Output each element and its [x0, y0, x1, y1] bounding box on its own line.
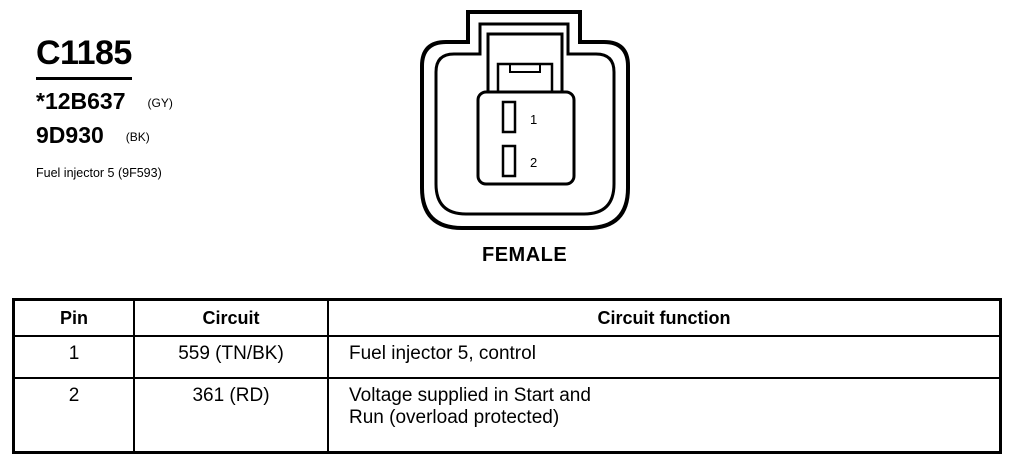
part-number-1: *12B637 (GY) [36, 88, 173, 114]
part-number-1-value: *12B637 [36, 88, 126, 114]
row-1-circuit: 559 (TN/BK) [133, 335, 329, 379]
pin-2-cavity [501, 144, 517, 178]
connector-housing-outer [420, 10, 630, 230]
connector-housing-inner [434, 22, 616, 216]
locking-tab-notch [496, 62, 554, 92]
table-header-row: Pin Circuit Circuit function [12, 298, 1002, 337]
row-2-circuit: 361 (RD) [133, 377, 329, 454]
row-1-pin: 1 [12, 335, 135, 379]
table-row: 1 559 (TN/BK) Fuel injector 5, control [12, 335, 1002, 379]
part-number-2-value: 9D930 [36, 122, 104, 148]
connector-id: C1185 [36, 34, 132, 80]
header-circuit-function: Circuit function [327, 298, 1002, 337]
row-2-pin: 2 [12, 377, 135, 454]
table-row: 2 361 (RD) Voltage supplied in Start and… [12, 377, 1002, 454]
row-2-function-line-1: Voltage supplied in Start and [349, 385, 591, 406]
pin-2-label: 2 [530, 155, 537, 170]
row-1-function: Fuel injector 5, control [327, 335, 1002, 379]
part-number-2: 9D930 (BK) [36, 122, 173, 148]
connector-gender-label: FEMALE [482, 244, 568, 266]
row-2-function: Voltage supplied in Start and Run (overl… [327, 377, 1002, 454]
part-number-1-color: (GY) [147, 96, 173, 110]
connector-face-diagram: 1 2 [420, 10, 630, 230]
pin-1-label: 1 [530, 112, 537, 127]
terminal-block [476, 90, 576, 186]
pin-1-cavity [501, 100, 517, 134]
connector-header: C1185 *12B637 (GY) 9D930 (BK) Fuel injecto… [36, 34, 173, 180]
header-circuit: Circuit [133, 298, 329, 337]
pin-circuit-table: Pin Circuit Circuit function 1 559 (TN/B… [12, 298, 1002, 454]
row-1-function-line-1: Fuel injector 5, control [349, 343, 536, 364]
header-pin: Pin [12, 298, 135, 337]
connector-description: Fuel injector 5 (9F593) [36, 166, 162, 180]
part-number-2-color: (BK) [125, 130, 150, 144]
row-2-function-line-2: Run (overload protected) [349, 407, 560, 428]
